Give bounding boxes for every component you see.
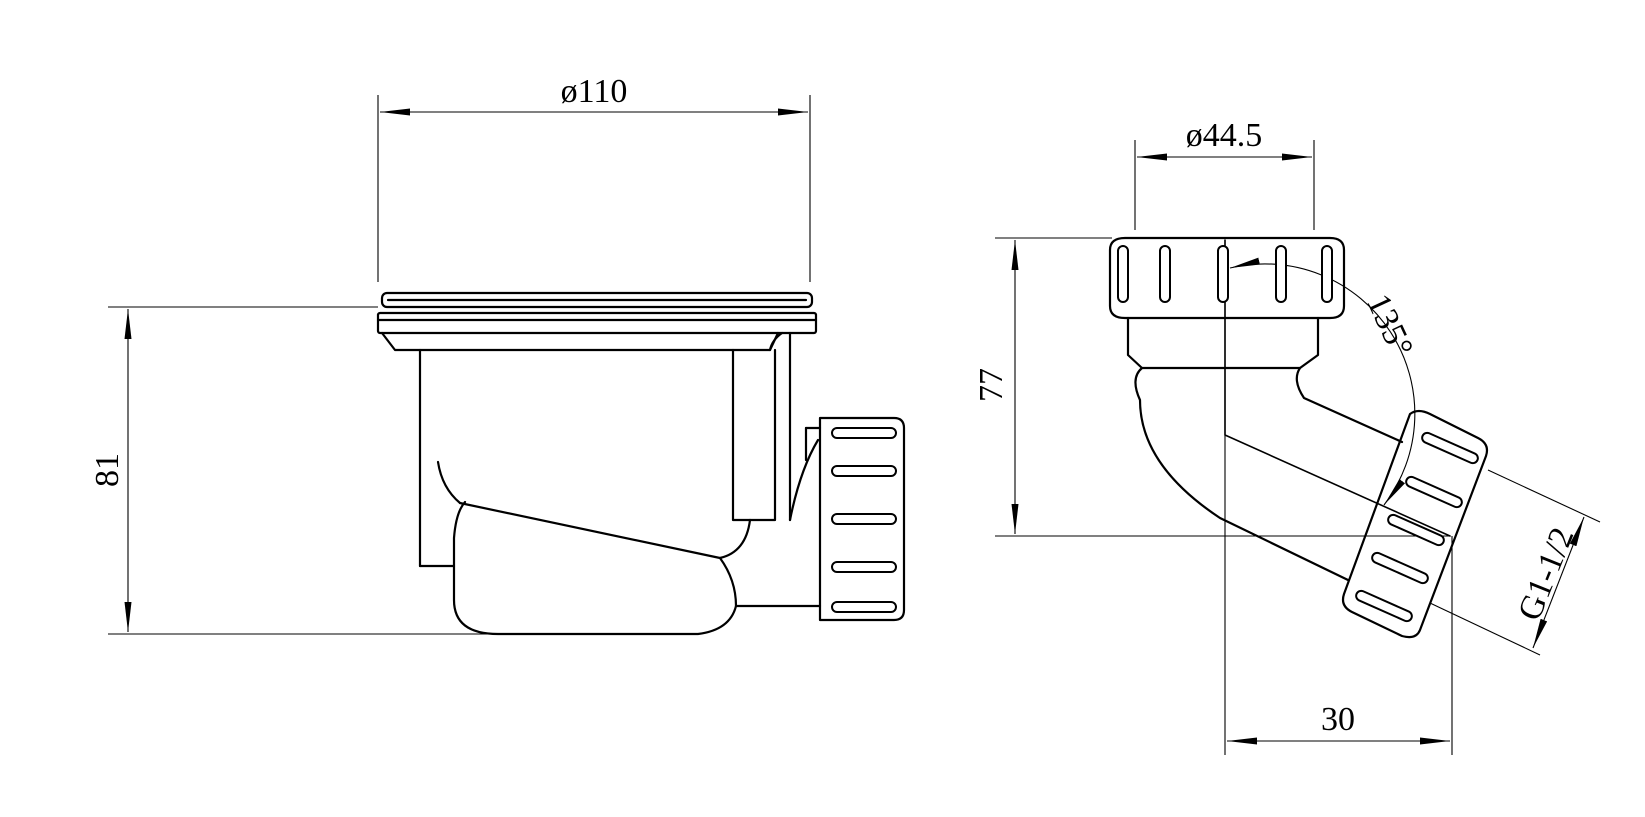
dim-label-diameter-110: ø110 — [561, 73, 628, 110]
elbow-angled-nut — [1341, 409, 1489, 639]
dimension-height-77: 77 — [973, 237, 1450, 537]
dim-label-diameter-44-5: ø44.5 — [1186, 117, 1263, 154]
left-view-trap: ø110 81 — [89, 73, 906, 636]
elbow-body — [1134, 366, 1404, 582]
dim-label-offset-30: 30 — [1321, 701, 1355, 738]
dimension-height-81: 81 — [89, 306, 495, 635]
elbow-collar — [1126, 316, 1320, 370]
dim-label-height-81: 81 — [89, 453, 126, 487]
union-nut — [818, 416, 906, 622]
grate-flange — [376, 291, 818, 335]
dimension-diameter-110: ø110 — [377, 73, 811, 282]
dim-label-thread-g1-1-2: G1-1/2 — [1511, 522, 1581, 625]
right-view-elbow: ø44.5 77 30 G1-1/2 135° — [973, 117, 1601, 755]
dim-label-angle-135: 135° — [1359, 288, 1420, 362]
dimension-diameter-44-5: ø44.5 — [1134, 117, 1315, 230]
centerline — [1224, 239, 1451, 537]
elbow-top-nut — [1108, 236, 1346, 320]
dim-label-height-77: 77 — [973, 368, 1010, 402]
trap-body — [380, 331, 822, 636]
